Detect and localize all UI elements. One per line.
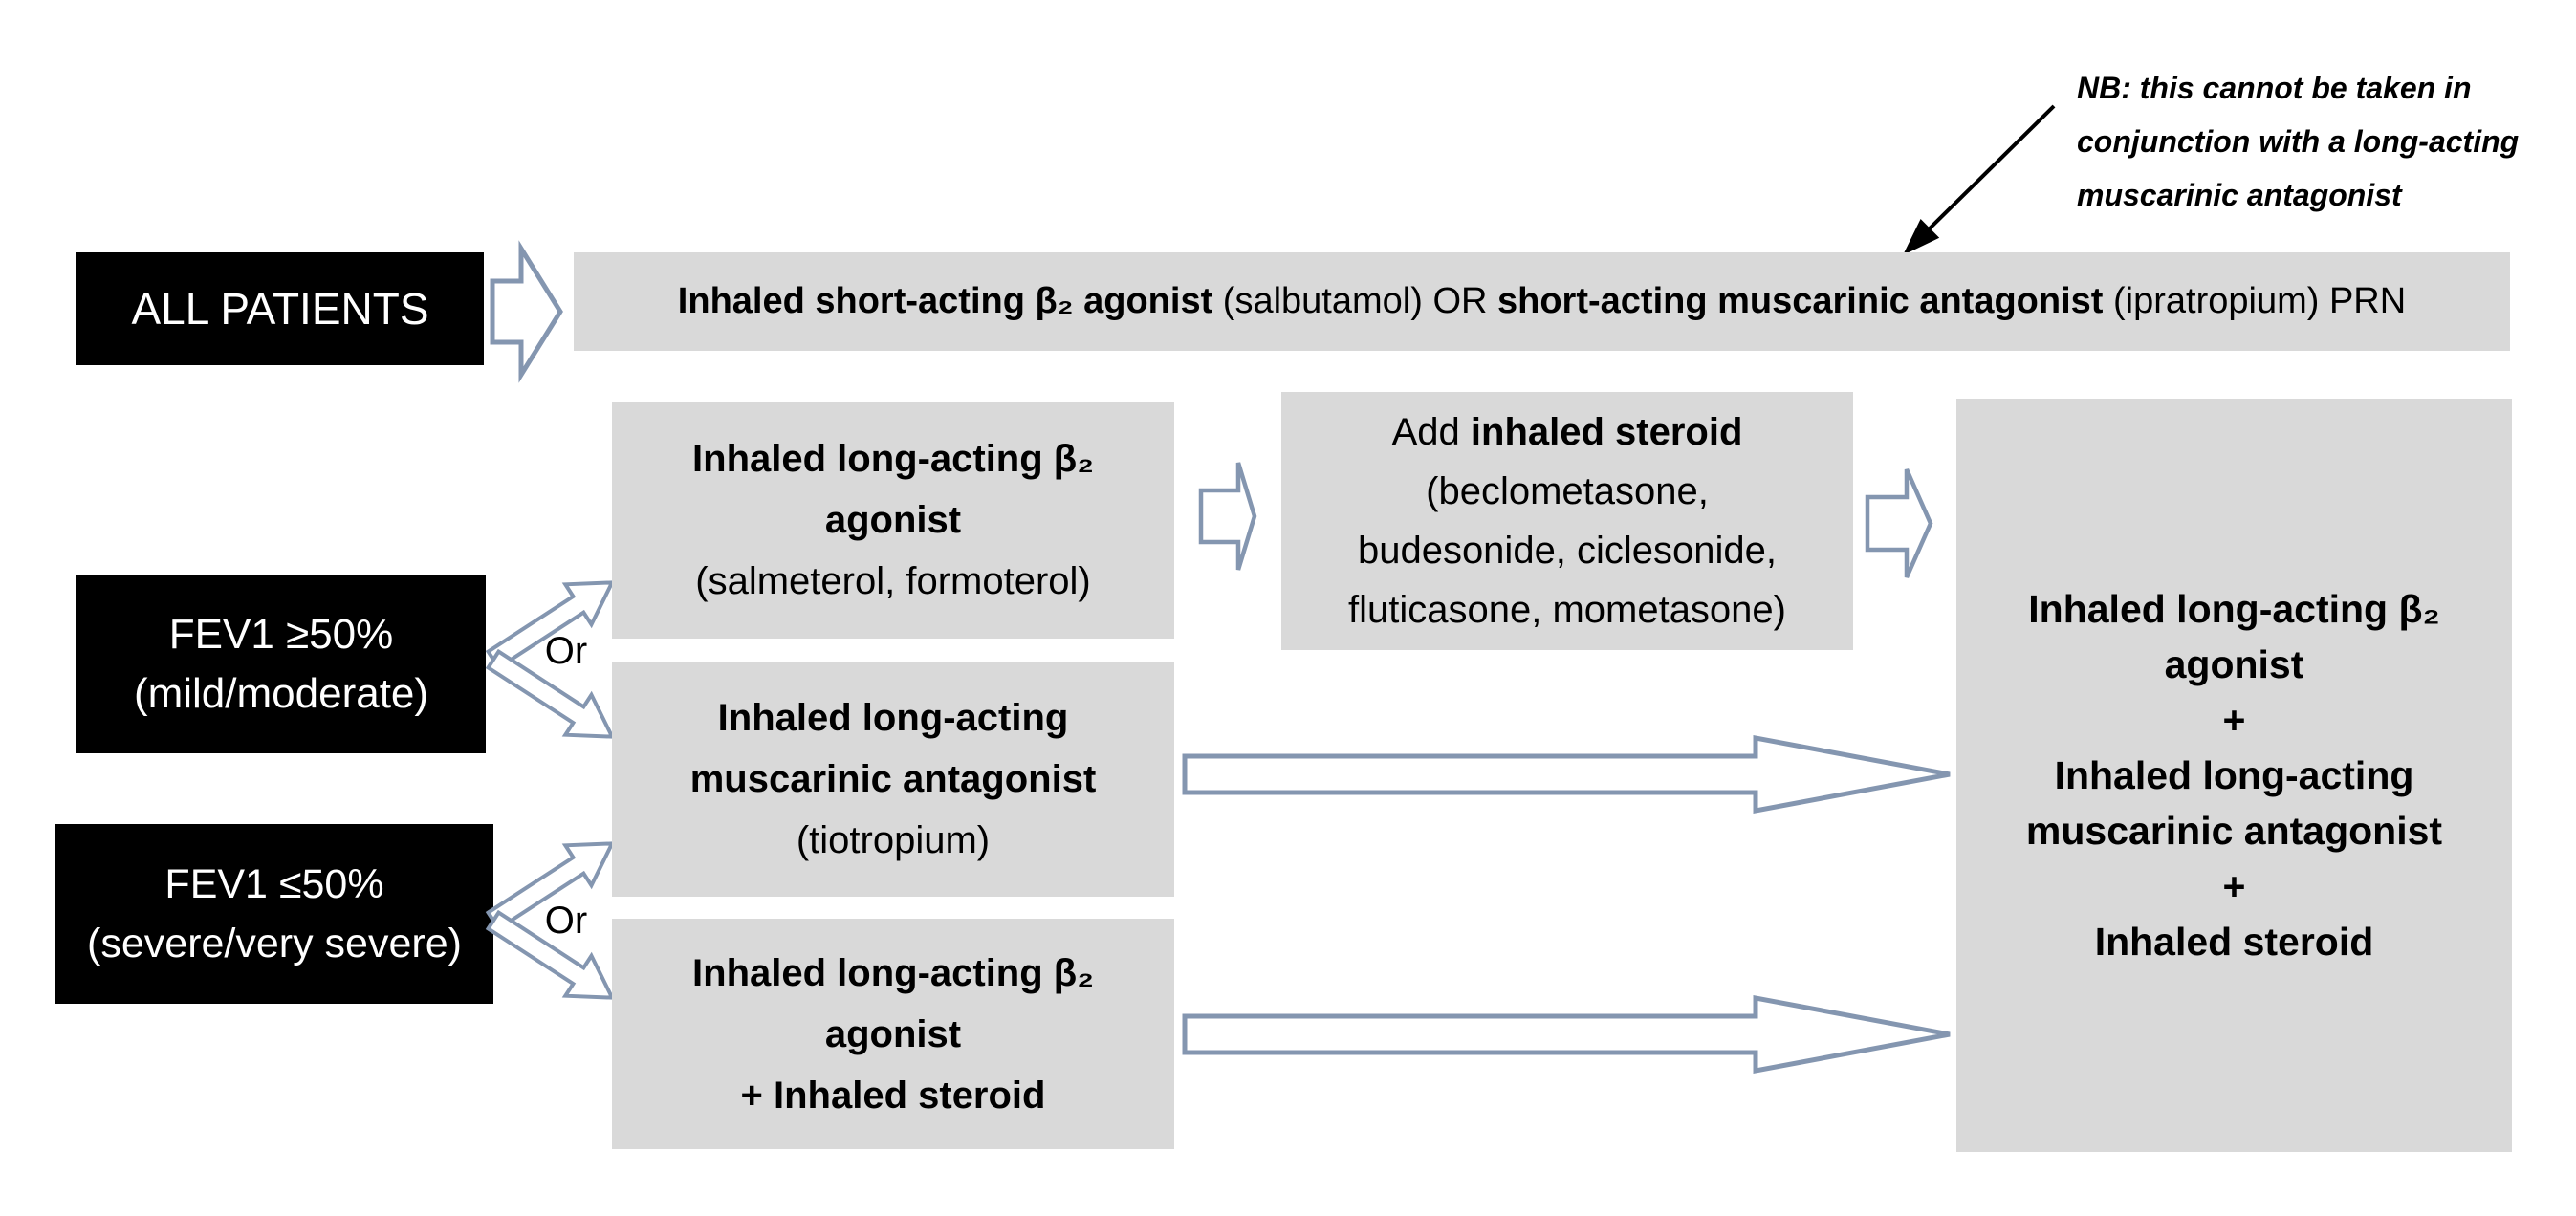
steroid-detail-line3: fluticasone, mometasone) — [1347, 589, 1786, 631]
add-inhaled-steroid-box: Add inhaled steroid (beclometasone, bude… — [1281, 392, 1853, 650]
or-label-mild: Or — [544, 630, 588, 672]
flow-arrow-right-icon — [490, 240, 563, 383]
steroid-detail-line1: (beclometasone, — [1426, 470, 1709, 512]
long-flow-arrow-right-icon — [1182, 994, 1951, 1075]
laba-ics-line2: agonist — [824, 1012, 962, 1055]
laba-ics-option-box: Inhaled long-acting β₂ agonist + Inhaled… — [612, 919, 1174, 1149]
baseline-therapy-bar: Inhaled short-acting β₂ agonist (salbuta… — [574, 252, 2510, 351]
or-label-severe: Or — [544, 900, 588, 942]
nb-note-line: muscarinic antagonist — [2077, 178, 2402, 212]
fev1-severe-line1: FEV1 ≤50% — [164, 861, 384, 907]
nb-note-line: NB: this cannot be taken in — [2077, 71, 2472, 105]
or-branch-arrows-icon — [485, 841, 616, 1000]
long-flow-arrow-right-icon — [1182, 734, 1951, 814]
annotation-arrow-icon — [1903, 104, 2056, 255]
triple-plus: + — [2222, 698, 2246, 742]
laba-ics-line1: Inhaled long-acting β₂ — [692, 951, 1094, 994]
baseline-bold-sama: short-acting muscarinic antagonist — [1497, 281, 2104, 321]
baseline-bold-saba: Inhaled short-acting β₂ agonist — [677, 281, 1213, 321]
steroid-title-line: Add inhaled steroid — [1392, 402, 1743, 462]
steroid-title-bold: inhaled steroid — [1470, 411, 1743, 453]
all-patients-box: ALL PATIENTS — [76, 252, 484, 365]
fev1-severe-line2: (severe/very severe) — [87, 921, 462, 966]
baseline-regular-salbutamol: (salbutamol) OR — [1212, 281, 1497, 321]
laba-detail: (salmeterol, formoterol) — [695, 560, 1091, 602]
or-branch-arrows-icon — [485, 580, 616, 739]
laba-title-line2: agonist — [824, 499, 962, 541]
fev1-mild-moderate-box: FEV1 ≥50% (mild/moderate) — [76, 575, 486, 753]
triple-therapy-box: Inhaled long-acting β₂ agonist + Inhaled… — [1956, 399, 2512, 1152]
laba-ics-line3: + Inhaled steroid — [740, 1074, 1046, 1117]
flow-arrow-right-icon — [1198, 462, 1257, 571]
triple-line5: muscarinic antagonist — [2025, 809, 2443, 853]
laba-title-line1: Inhaled long-acting β₂ — [692, 438, 1094, 480]
lama-title-line1: Inhaled long-acting — [717, 697, 1069, 739]
lama-title-line2: muscarinic antagonist — [689, 758, 1097, 800]
flow-arrow-right-icon — [1865, 468, 1933, 578]
triple-plus: + — [2222, 864, 2246, 908]
triple-line1: Inhaled long-acting β₂ — [2028, 587, 2440, 631]
baseline-regular-ipratropium: (ipratropium) PRN — [2103, 281, 2407, 321]
lama-option-box: Inhaled long-acting muscarinic antagonis… — [612, 662, 1174, 897]
steroid-title-prefix: Add — [1391, 411, 1471, 453]
fev1-severe-box: FEV1 ≤50% (severe/very severe) — [55, 824, 493, 1004]
lama-detail: (tiotropium) — [796, 819, 991, 861]
all-patients-label: ALL PATIENTS — [131, 284, 429, 334]
steroid-detail-line2: budesonide, ciclesonide, — [1357, 530, 1778, 572]
fev1-mild-line2: (mild/moderate) — [133, 670, 429, 717]
nb-note-line: conjunction with a long-acting — [2077, 124, 2520, 159]
laba-option-box: Inhaled long-acting β₂ agonist (salmeter… — [612, 402, 1174, 639]
triple-line2: agonist — [2164, 642, 2304, 686]
nb-annotation-note: NB: this cannot be taken in conjunction … — [2077, 61, 2574, 222]
triple-line4: Inhaled long-acting — [2054, 753, 2414, 797]
fev1-mild-line1: FEV1 ≥50% — [168, 611, 394, 658]
triple-line7: Inhaled steroid — [2094, 920, 2374, 964]
